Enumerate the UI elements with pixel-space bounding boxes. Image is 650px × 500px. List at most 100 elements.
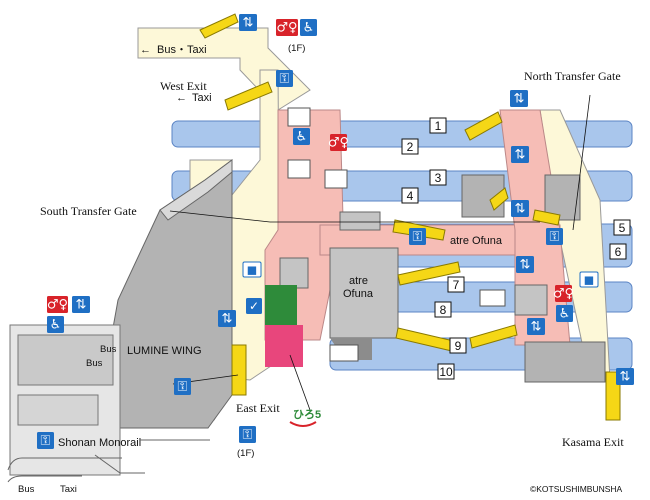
elevator-icon: ⇅ [516,256,534,273]
coin-locker-icon: ⚿ [239,426,256,443]
svg-text:8: 8 [440,303,447,317]
platform-number-1: 1 [429,117,447,134]
svg-text:ひろ5: ひろ5 [293,408,321,421]
green-window-logo: ひろ5 [289,408,321,427]
bus-label-1: Bus [100,344,117,355]
svg-text:9: 9 [455,339,462,353]
coin-locker-icon: ⚿ [37,432,54,449]
north-transfer-gate-label: North Transfer Gate [524,69,621,83]
svg-text:⇅: ⇅ [520,258,531,273]
svg-text:3: 3 [435,171,442,185]
atre-ofuna-block-label-2: Ofuna [343,288,374,300]
shop-pink [265,325,303,367]
elevator-icon: ⇅ [511,200,529,217]
svg-text:⚿: ⚿ [178,380,188,395]
svg-text:⇅: ⇅ [243,16,254,31]
wheelchair-icon: ♿ [293,128,310,145]
green-ticket-icon: ✓ [246,298,262,314]
atre-ofuna-corridor-label: atre Ofuna [450,235,503,247]
buildings [9,159,606,476]
wheelchair-icon: ♿ [47,316,64,333]
svg-text:⚿: ⚿ [280,72,290,87]
svg-text:⚿: ⚿ [413,230,423,245]
svg-text:⚿: ⚿ [550,230,560,245]
svg-text:7: 7 [453,278,460,292]
svg-text:♿: ♿ [303,21,315,36]
elevator-icon: ⇅ [616,368,634,385]
camera-icon: ■ [242,261,262,278]
icons: ⇅ ♂♀ ♿ ⚿ ⇅ ♿ ♂♀ ⇅ ⇅ ⚿ ⚿ ⇅ ■ ■ ♂♀ ♿ ⇅ ⇅ ✓ ♂♀ ⇅ ♿ ⚿ ⚿ ⚿ ⇅ [37,14,634,449]
atre-ofuna-block-label-1: atre [349,275,368,287]
svg-text:⚿: ⚿ [243,428,253,443]
stairs [287,107,506,362]
svg-text:⇅: ⇅ [620,370,631,385]
shop-green [265,285,297,325]
wheelchair-icon: ♿ [300,19,317,36]
bus-label-2: Bus [86,358,103,369]
svg-text:⚿: ⚿ [41,434,51,449]
copyright-label: ©KOTSUSHIMBUNSHA [530,484,623,494]
east-exit-label: East Exit [236,401,280,415]
elevator-icon: ⇅ [239,14,257,31]
svg-text:⇅: ⇅ [515,202,526,217]
platform-numbers: 1 2 3 4 5 6 78 910 [401,117,631,380]
toilet-icon: ♂♀ [47,296,68,313]
svg-text:✓: ✓ [249,299,259,313]
lumine-wing-label: LUMINE WING [127,345,202,357]
svg-text:♂♀: ♂♀ [276,21,297,36]
svg-text:2: 2 [407,140,414,154]
svg-text:1: 1 [435,119,442,133]
platform-number-9: 9 [449,337,467,354]
arrow-left-icon: ← [140,44,151,56]
road-bottom-left [7,439,210,483]
platform-number-2: 2 [401,138,419,155]
svg-text:■: ■ [247,264,257,277]
svg-text:10: 10 [439,365,453,379]
arrow-left-icon: ← [176,92,187,104]
svg-text:⇅: ⇅ [531,320,542,335]
taxi-west-label: Taxi [192,92,212,104]
svg-text:5: 5 [619,221,626,235]
elevator-icon: ⇅ [72,296,90,313]
bus-bottom-label: Bus [18,484,35,495]
south-transfer-gate-label: South Transfer Gate [40,204,137,218]
svg-text:■: ■ [584,274,594,287]
elevator-icon: ⇅ [218,310,236,327]
svg-text:⇅: ⇅ [514,92,525,107]
platform-number-3: 3 [429,169,447,186]
platform-number-5: 5 [613,219,631,236]
svg-text:6: 6 [615,245,622,259]
platform-number-7: 7 [447,276,465,293]
platform-number-6: 6 [609,243,627,260]
svg-text:♿: ♿ [50,318,62,333]
wheelchair-icon: ♿ [556,305,573,322]
toilet-icon: ♂♀ [276,19,298,36]
coin-locker-icon: ⚿ [276,70,293,87]
one-f-top-label: (1F) [288,43,305,54]
one-f-bottom-label: (1F) [237,448,254,459]
toilet-icon: ♂♀ [328,134,349,151]
svg-text:♂♀: ♂♀ [328,136,349,151]
west-exit-label: West Exit [160,79,207,93]
platform-number-4: 4 [401,187,419,204]
coin-locker-icon: ⚿ [174,378,191,395]
shonan-monorail-label: Shonan Monorail [58,437,141,449]
svg-text:♂♀: ♂♀ [553,287,574,302]
taxi-bottom-label: Taxi [60,484,77,495]
svg-text:⇅: ⇅ [222,312,233,327]
elevator-icon: ⇅ [511,146,529,163]
toilet-icon: ♂♀ [553,285,574,302]
platform-number-8: 8 [434,301,452,318]
camera-icon: ■ [579,271,599,288]
svg-text:⇅: ⇅ [515,148,526,163]
bus-taxi-top-label: Bus・Taxi [157,44,207,56]
kasama-exit-label: Kasama Exit [562,435,624,449]
svg-text:⇅: ⇅ [76,298,87,313]
elevator-icon: ⇅ [527,318,545,335]
platform-number-10: 10 [437,363,455,380]
svg-text:4: 4 [407,189,414,203]
svg-text:♿: ♿ [296,130,308,145]
leader-lines [169,94,591,411]
coin-locker-icon: ⚿ [409,228,426,245]
